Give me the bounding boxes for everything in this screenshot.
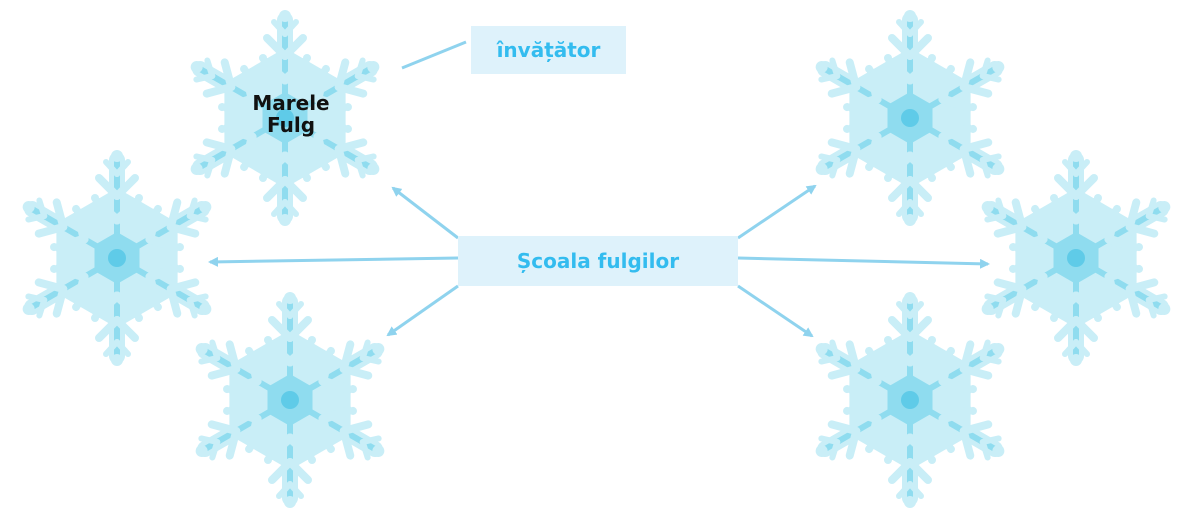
arrow-to-left xyxy=(208,256,459,267)
arrows xyxy=(208,40,990,338)
big-flake-label: Marele Fulg xyxy=(252,91,330,137)
teacher-node: învățător xyxy=(471,26,626,74)
arrow-to-top-right xyxy=(737,184,817,240)
arrow-to-bottom-right xyxy=(737,284,814,338)
snowflake-bottom-left-icon xyxy=(183,292,396,508)
teacher-node-label: învățător xyxy=(496,38,601,62)
arrow-to-bottom-left xyxy=(386,284,459,337)
arrow-to-big-fulg xyxy=(391,186,459,240)
arrow-to-right xyxy=(737,256,990,269)
teacher-connector-line xyxy=(401,40,467,70)
snowflake-top-right-icon xyxy=(803,10,1016,226)
snowflake-bottom-right-icon xyxy=(803,292,1016,508)
snowflake-left-icon xyxy=(10,150,223,366)
snowflake-right-icon xyxy=(969,150,1182,366)
center-node-school: Școala fulgilor xyxy=(458,236,738,286)
center-node-label: Școala fulgilor xyxy=(516,249,680,273)
